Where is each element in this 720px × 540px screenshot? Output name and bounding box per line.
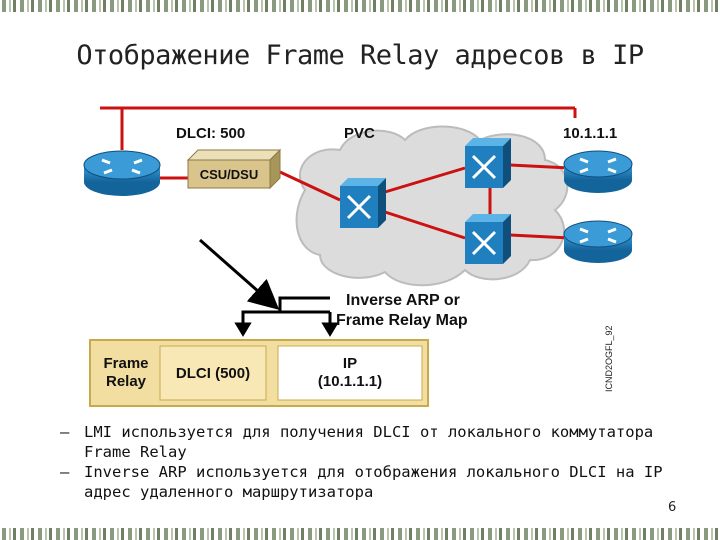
page-number: 6 [668, 500, 677, 515]
remote-router-icon [563, 150, 633, 193]
ip-address-label: 10.1.1.1 [563, 125, 617, 142]
bullet-text-line1: Inverse ARP используется для отображения… [84, 463, 663, 481]
csu-dsu-device: CSU/DSU [186, 148, 282, 190]
bullet-dash: – [60, 463, 70, 481]
dlci-label: DLCI: 500 [176, 125, 245, 142]
map-dlci-cell: DLCI (500) [176, 365, 250, 382]
pvc-label: PVC [344, 125, 375, 142]
bullet-text-line1: LMI используется для получения DLCI от л… [84, 423, 654, 441]
map-ip-value: (10.1.1.1) [318, 373, 382, 390]
frame-relay-map-table: Frame Relay DLCI (500) IP (10.1.1.1) [89, 339, 429, 407]
figure-id: ICND2OGFL_92 [604, 325, 614, 392]
lookup-arrow [199, 238, 280, 310]
slide-title: Отображение Frame Relay адресов в IP [76, 40, 644, 71]
map-title-line1: Inverse ARP or [346, 292, 460, 309]
frame-relay-switch-icon [465, 138, 511, 188]
local-router-icon [83, 150, 161, 196]
map-protocol-line2: Relay [106, 373, 147, 390]
remote-router-2-icon [563, 220, 633, 263]
map-bracket-arrows [234, 296, 339, 337]
csu-dsu-label: CSU/DSU [200, 167, 259, 182]
top-decorative-border [0, 0, 720, 12]
vc-lines [100, 106, 577, 240]
bullet-text-line2: адрес удаленного маршрутизатора [84, 483, 374, 501]
bullet-item: – LMI используется для получения DLCI от… [54, 422, 694, 462]
bullet-item: – Inverse ARP используется для отображен… [54, 462, 694, 502]
frame-relay-switch-icon [340, 178, 386, 228]
frame-relay-switch-icon [465, 214, 511, 264]
bullet-text-line2: Frame Relay [84, 443, 187, 461]
bottom-decorative-border [0, 528, 720, 540]
frame-relay-cloud [295, 125, 569, 287]
map-title-line2: Frame Relay Map [336, 312, 468, 329]
bullet-dash: – [60, 423, 70, 441]
map-protocol-line1: Frame [103, 355, 148, 372]
map-ip-label: IP [343, 355, 357, 372]
frame-relay-diagram: CSU/DSU DLCI: 500 PVC 10.1.1.1 Inverse A… [83, 106, 633, 407]
bullet-list: – LMI используется для получения DLCI от… [54, 422, 694, 502]
